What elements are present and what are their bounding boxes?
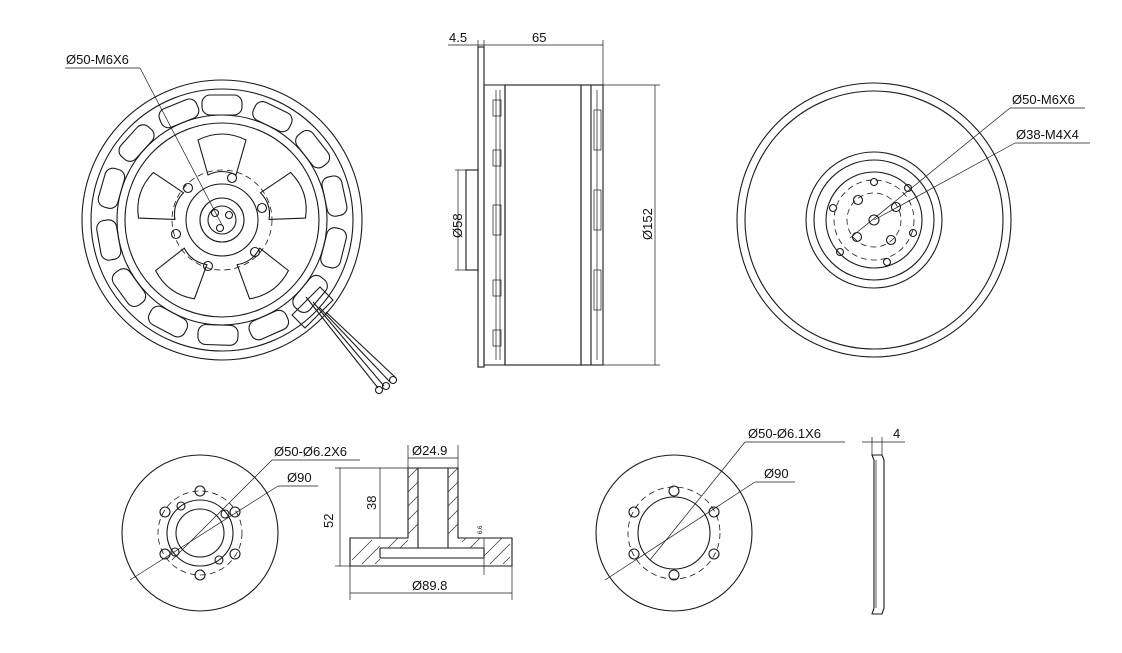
top-hole-label-2: Ø38-M4X4 xyxy=(1016,127,1079,142)
plate-dia-label: Ø90 xyxy=(764,466,789,481)
dim-base-dia-label: Ø89.8 xyxy=(412,578,447,593)
top-hole-label-1: Ø50-M6X6 xyxy=(1012,92,1075,107)
top-holes xyxy=(828,177,918,267)
dim-outer-label: Ø152 xyxy=(640,208,655,240)
stator-details xyxy=(593,90,602,360)
plate-top-view: Ø50-Ø6.1X6 Ø90 xyxy=(595,426,845,612)
ring-slots xyxy=(96,94,348,346)
motor-side-view: 4.5 65 Ø58 Ø152 xyxy=(448,30,660,368)
motor-top-view: Ø50-M6X6 Ø38-M4X4 xyxy=(736,82,1090,358)
dim-tube-label: Ø24.9 xyxy=(412,443,447,458)
section-hatch xyxy=(351,467,511,565)
spoke-windows xyxy=(137,133,307,300)
adapter-top-view: Ø50-Ø6.2X6 Ø90 xyxy=(121,444,360,612)
dim-length-label: 65 xyxy=(532,30,546,45)
adapter-section-view: Ø24.9 38 52 6.6 Ø89.8 xyxy=(321,443,513,600)
plate-side-view: 4 xyxy=(862,426,905,615)
adapter-holes xyxy=(159,485,241,581)
adapter-hole-label: Ø50-Ø6.2X6 xyxy=(274,444,347,459)
bottom-hole-label: Ø50-M6X6 xyxy=(66,52,129,67)
dim-base-thickness-label: 6.6 xyxy=(478,525,484,534)
plate-hole-label: Ø50-Ø6.1X6 xyxy=(748,426,821,441)
dim-flange-label: 4.5 xyxy=(449,30,467,45)
plate-thickness-label: 4 xyxy=(893,426,900,441)
adapter-dia-label: Ø90 xyxy=(287,470,312,485)
motor-bottom-view: Ø50-M6X6 xyxy=(65,52,398,395)
plate-holes xyxy=(628,485,720,581)
mounting-holes xyxy=(170,172,268,272)
motor-cables xyxy=(291,286,398,395)
dim-bore-label: Ø58 xyxy=(450,213,465,238)
dim-tube-height-label: 38 xyxy=(364,496,379,510)
dim-total-height-label: 52 xyxy=(321,514,336,528)
rim-details xyxy=(492,90,502,360)
